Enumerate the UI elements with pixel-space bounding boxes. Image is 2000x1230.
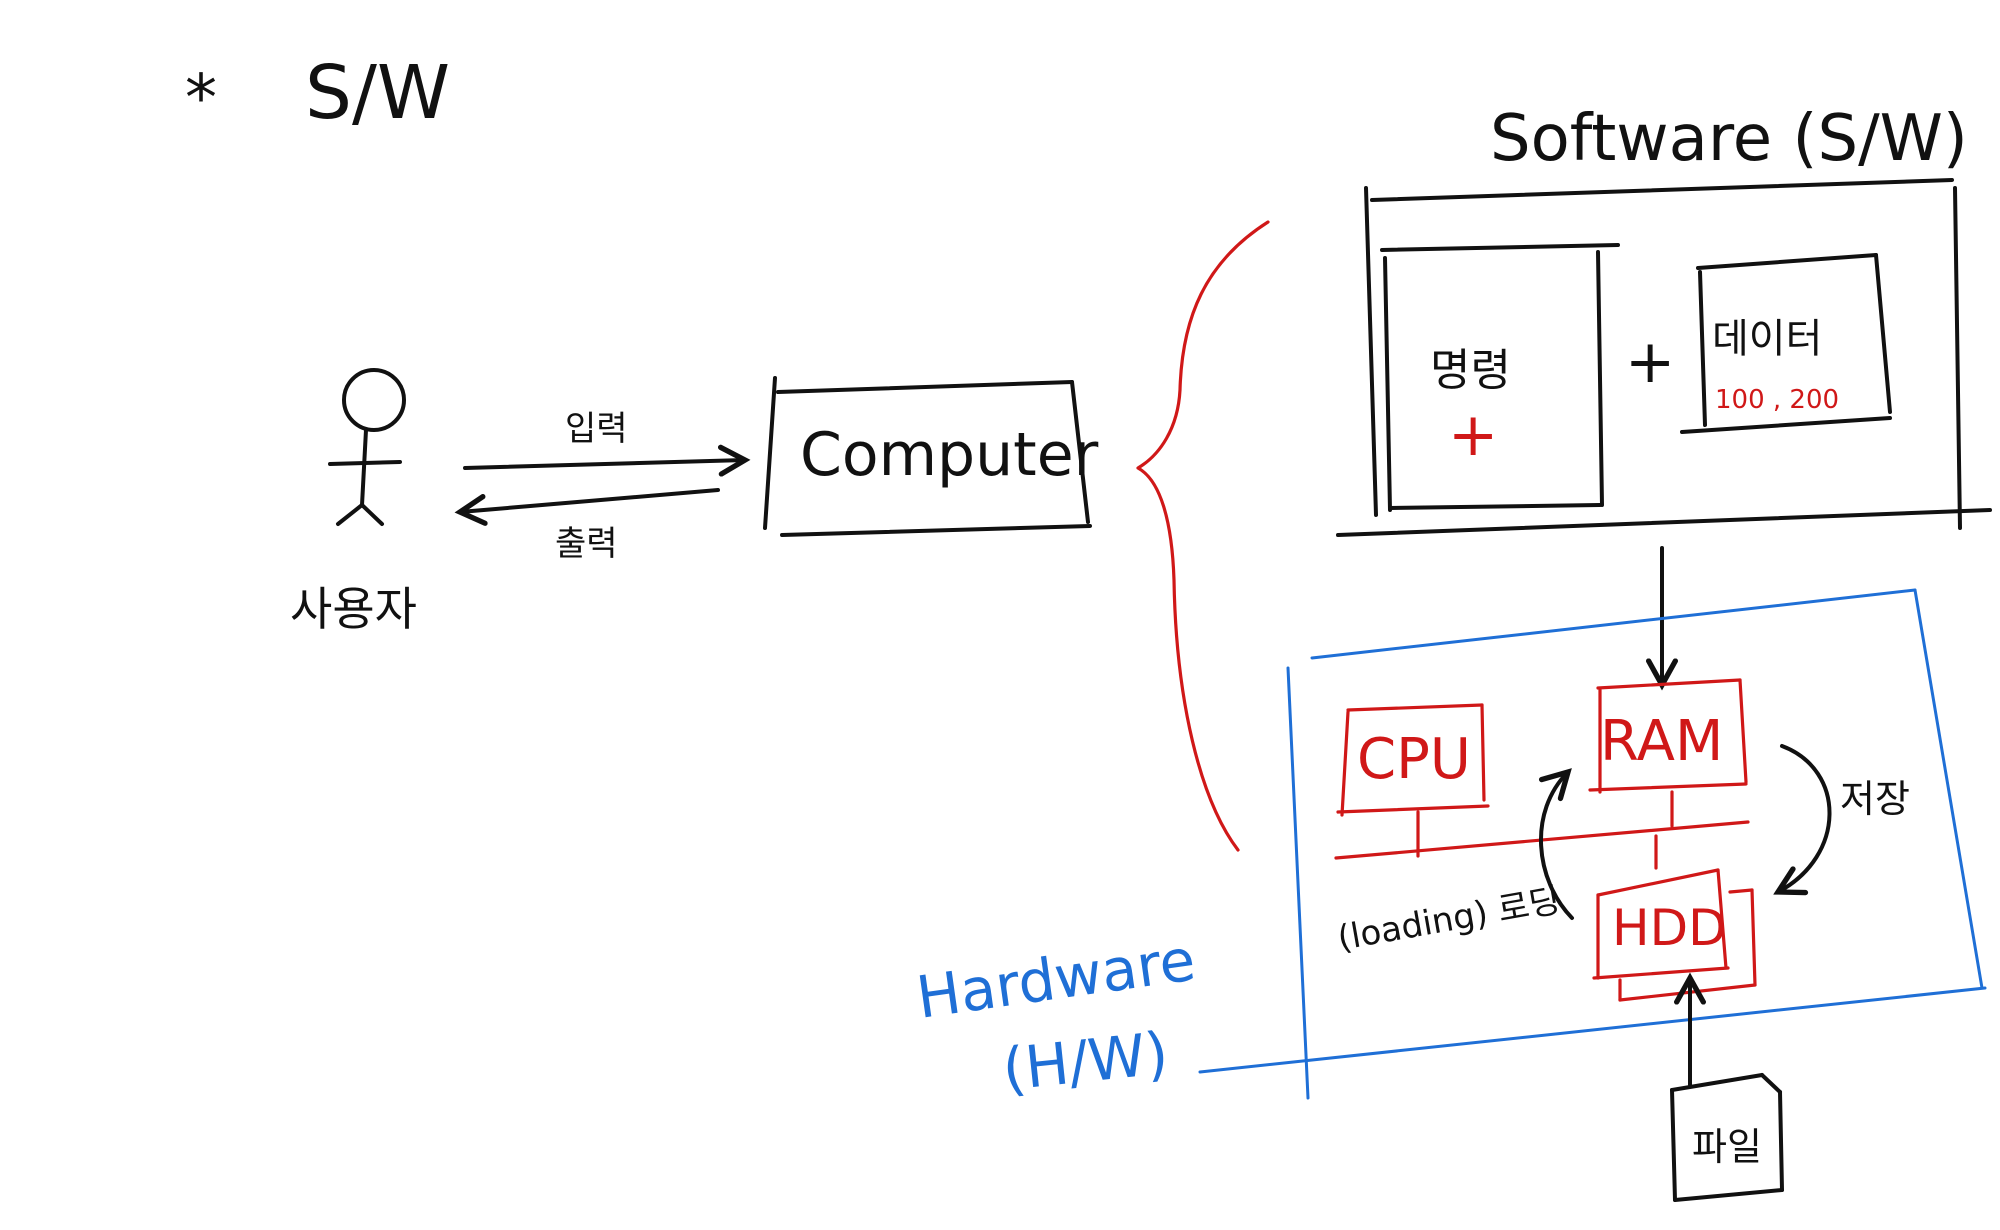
ram-label: RAM: [1600, 709, 1723, 774]
stick-figure-icon: [328, 368, 406, 526]
software-title: Software (S/W): [1490, 102, 1968, 176]
data-values: 100 , 200: [1715, 385, 1839, 415]
user-label: 사용자: [290, 582, 417, 636]
output-label: 출력: [555, 524, 618, 564]
computer-label: Computer: [800, 420, 1099, 490]
file-icon: [1670, 1073, 1784, 1202]
output-arrow: [460, 488, 720, 512]
plus-sign: +: [1625, 327, 1675, 397]
data-label: 데이터: [1712, 316, 1822, 362]
save-arrow: [1778, 744, 1832, 892]
computer-box: [763, 376, 1092, 537]
hdd-box: [1592, 868, 1757, 1002]
heading-title: S/W: [305, 50, 450, 136]
command-op: +: [1448, 400, 1498, 470]
hardware-container: [1198, 588, 1987, 1100]
software-container: [1336, 178, 1992, 537]
loading-label: (loading) 로딩: [1335, 880, 1564, 958]
cpu-box: [1336, 703, 1490, 817]
command-box: [1380, 243, 1620, 512]
red-brace: [1136, 220, 1270, 852]
data-box: [1680, 253, 1892, 434]
cpu-label: CPU: [1357, 727, 1471, 792]
ram-box: [1588, 678, 1748, 794]
loading-arrow: [1541, 772, 1574, 920]
input-label: 입력: [565, 409, 628, 449]
input-arrow: [463, 460, 745, 468]
file-label: 파일: [1692, 1125, 1762, 1169]
hardware-title-line1: Hardware: [912, 926, 1199, 1032]
save-label: 저장: [1840, 777, 1910, 821]
command-label: 명령: [1430, 345, 1511, 396]
hdd-label: HDD: [1612, 899, 1727, 957]
heading-star: *: [185, 62, 217, 136]
hardware-title-line2: (H/W): [999, 1019, 1171, 1104]
